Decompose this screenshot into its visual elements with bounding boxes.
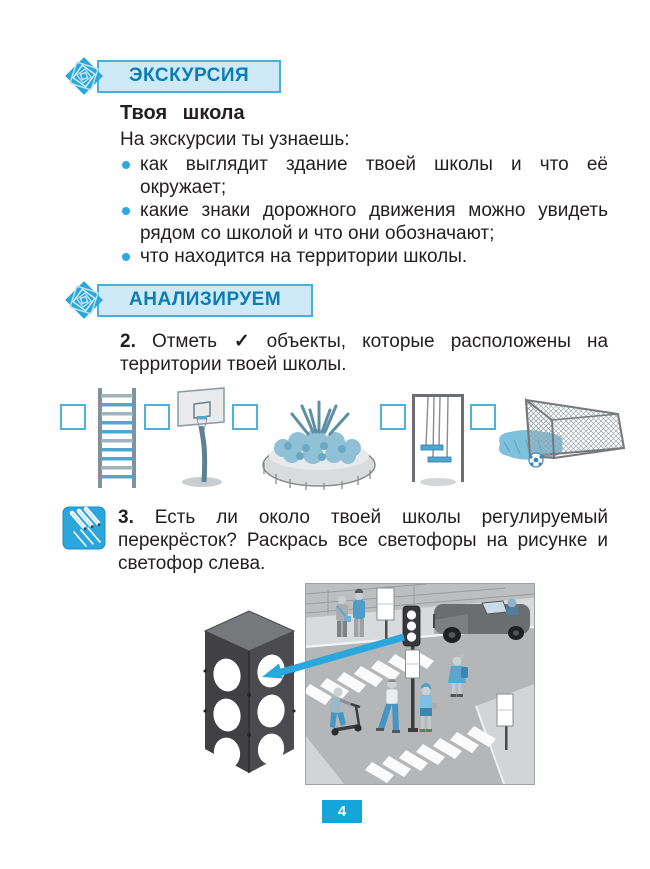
wall-bars-illustration: [98, 388, 136, 488]
regulated-crossing-scene: [305, 583, 535, 785]
coloring-pencils-icon: [62, 506, 106, 550]
list-item: что находится на территории школы.: [120, 245, 608, 268]
scene-traffic-light: [402, 605, 421, 732]
object-checkbox-1[interactable]: [60, 404, 86, 430]
list-item-text: что находится на территории школы.: [140, 246, 468, 267]
swing-illustration: [412, 394, 464, 486]
task3-body: Есть ли около твоей школы регулируе­мый …: [118, 507, 609, 574]
basketball-hoop-illustration: [177, 387, 225, 487]
car-illustration: [433, 598, 530, 643]
bullet-icon: [122, 207, 130, 215]
item-basketball-hoop: [144, 386, 232, 490]
page-title: Твоя школа: [120, 102, 245, 124]
object-checkbox-3[interactable]: [232, 404, 258, 430]
task2-items-row: [60, 386, 650, 492]
traffic-light-cutout: [203, 610, 296, 773]
analyze-badge-row: АНАЛИЗИРУЕМ: [64, 281, 650, 319]
item-flower-bed: [232, 386, 380, 490]
list-item: какие знаки дорожного движения можно уви…: [120, 199, 608, 245]
intro-lead: На экскурсии ты узнаешь:: [120, 129, 350, 150]
bullet-icon: [122, 253, 130, 261]
spiral-diamond-icon: [65, 281, 103, 319]
object-checkbox-2[interactable]: [144, 404, 170, 430]
task2-number: 2.: [120, 331, 136, 352]
intro-list: как выглядит здание твоей школы и что её…: [120, 153, 608, 268]
pedestrians: [329, 588, 468, 736]
list-item-text: как выглядит здание твоей школы и что её…: [140, 154, 608, 198]
list-item: как выглядит здание твоей школы и что её…: [120, 153, 608, 199]
object-checkbox-5[interactable]: [470, 404, 496, 430]
flower-bed-illustration: [262, 400, 376, 490]
football-goal-illustration: [499, 397, 626, 468]
page-number: 4: [322, 800, 362, 823]
task3-figure: [0, 583, 650, 787]
list-item-text: какие знаки дорожного движения можно уви…: [140, 200, 608, 244]
item-swing: [380, 386, 470, 490]
excursion-badge: ЭКСКУРСИЯ: [97, 59, 282, 93]
checkmark-icon: ✓: [223, 331, 261, 352]
analyze-badge: АНАЛИЗИРУЕМ: [97, 283, 314, 317]
task2-post: объекты, которые расположе­ны на террито…: [120, 331, 609, 375]
excursion-badge-row: ЭКСКУРСИЯ: [64, 57, 650, 95]
bullet-icon: [122, 161, 130, 169]
spiral-diamond-icon: [65, 57, 103, 95]
item-wall-bars: [60, 386, 144, 490]
task3-number: 3.: [118, 507, 134, 528]
task2-text: 2. Отметь✓объекты, которые расположе­ны …: [120, 330, 608, 376]
arrow-left-icon: [262, 633, 405, 679]
task2-pre: Отметь: [151, 331, 218, 352]
item-football-goal: [470, 386, 628, 490]
object-checkbox-4[interactable]: [380, 404, 406, 430]
task3-row: 3. Есть ли около твоей школы регулируе­м…: [62, 506, 650, 575]
task3-text: 3. Есть ли около твоей школы регулируе­м…: [118, 506, 608, 575]
